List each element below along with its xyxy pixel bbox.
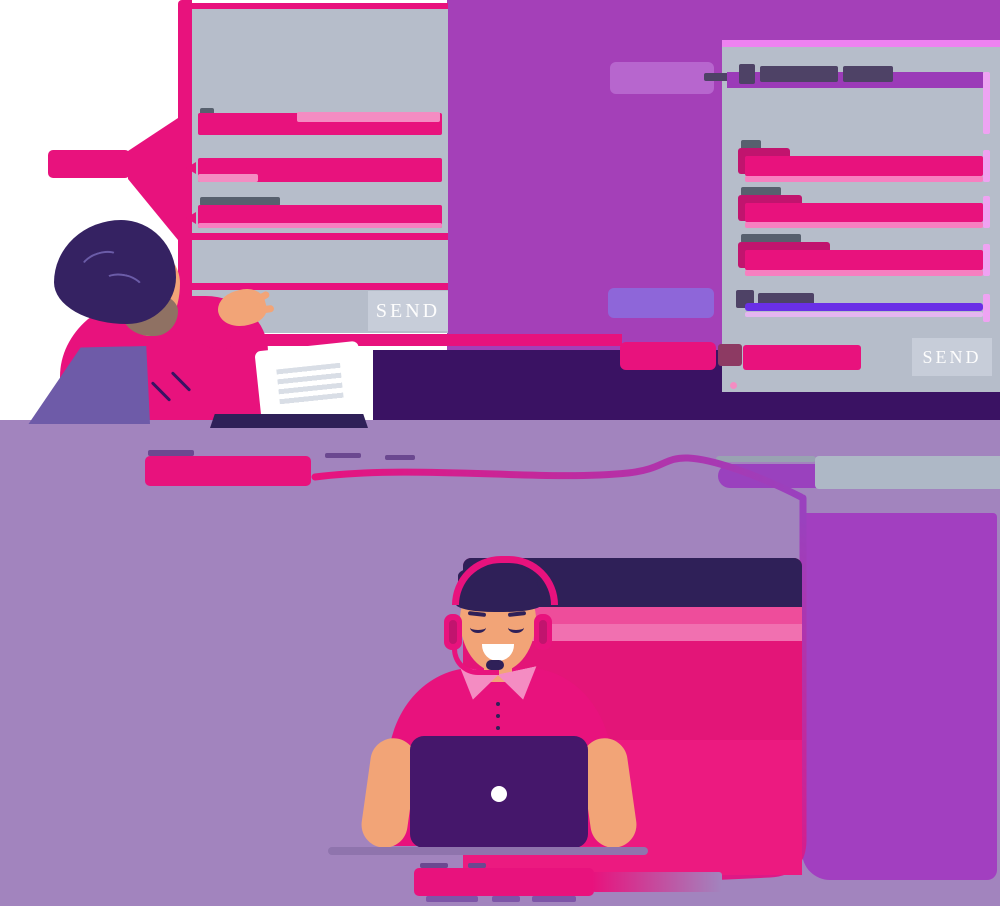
shirt-button (496, 702, 500, 706)
caption-underline (426, 896, 478, 902)
dot-detail (730, 382, 737, 389)
field-cap (983, 150, 990, 182)
chat-stripe (530, 624, 802, 641)
redacted-heading-fragment (148, 450, 194, 456)
redacted-heading-blob (145, 456, 311, 486)
right-form-field-1[interactable] (745, 156, 983, 176)
left-form-bottom-border (192, 334, 622, 346)
redacted-heading-fragment (385, 455, 415, 460)
user-hair (54, 220, 176, 324)
field-pointer-icon (186, 162, 196, 174)
right-form-top-border (722, 40, 1000, 47)
field-highlight (198, 223, 442, 228)
redacted-title-text (739, 64, 755, 84)
agent-eye-closed (470, 622, 486, 633)
redacted-field-label (741, 140, 761, 150)
redacted-title-text (843, 66, 893, 82)
left-form-send-button[interactable]: SEND (368, 291, 448, 331)
headset-mic-arm (452, 644, 499, 675)
chat-stripe (530, 607, 802, 624)
agent-eye-closed (508, 622, 524, 633)
field-highlight (297, 112, 440, 122)
right-form-send-button[interactable]: SEND (912, 338, 992, 376)
field-pointer-icon (186, 212, 196, 224)
violet-annotation-line (745, 303, 983, 311)
annotation-connector (704, 73, 746, 81)
redacted-annotation-text (718, 344, 742, 366)
laptop-logo-dot (491, 786, 507, 802)
left-form-separator (192, 283, 448, 290)
shirt-button (496, 714, 500, 718)
shirt-button (496, 726, 500, 730)
field-cap (983, 244, 990, 276)
redacted-field-label (200, 197, 280, 206)
redacted-annotation-band (815, 456, 1000, 489)
redacted-annotation-line (716, 456, 816, 462)
title-bar-cap (983, 72, 990, 134)
caption-underline (532, 896, 576, 902)
redacted-label-blob (48, 150, 130, 178)
laptop-document (276, 362, 344, 406)
redacted-heading-fragment (325, 453, 361, 458)
field-highlight (198, 174, 258, 182)
headset-earcup-inner (539, 620, 547, 644)
redacted-annotation-bar (743, 345, 861, 370)
send-button-label: SEND (375, 299, 441, 322)
redacted-caption-fragment (468, 863, 486, 868)
field-highlight (745, 222, 983, 228)
left-form-top-border (192, 3, 448, 9)
left-form-field-3[interactable] (198, 205, 442, 228)
right-form-field-3[interactable] (745, 250, 983, 270)
laptop-base (210, 414, 368, 428)
field-cap (983, 196, 990, 228)
right-form-field-2[interactable] (745, 203, 983, 222)
desk-edge (328, 847, 648, 855)
field-highlight (745, 176, 983, 182)
left-form-border (178, 0, 192, 362)
redacted-annotation-text (758, 293, 814, 305)
left-form-separator (192, 233, 448, 240)
chair-back (28, 346, 150, 424)
redacted-caption-fragment (420, 863, 448, 868)
headset-earcup-inner (449, 620, 457, 644)
send-button-label: SEND (922, 346, 982, 367)
redacted-field-label (741, 187, 781, 196)
redacted-annotation-pill (610, 62, 714, 94)
redacted-field-label (741, 234, 801, 243)
field-cap (983, 294, 990, 322)
caption-gradient-tail (592, 872, 722, 892)
redacted-annotation-pill (608, 288, 714, 318)
caption-underline (492, 896, 520, 902)
field-highlight (745, 270, 983, 276)
redacted-annotation-pill (620, 342, 716, 370)
redacted-title-text (760, 66, 838, 82)
headset-mic (486, 660, 504, 670)
bottom-right-panel (802, 513, 997, 880)
redacted-caption-blob (414, 868, 594, 896)
violet-annotation-underline (745, 312, 983, 317)
